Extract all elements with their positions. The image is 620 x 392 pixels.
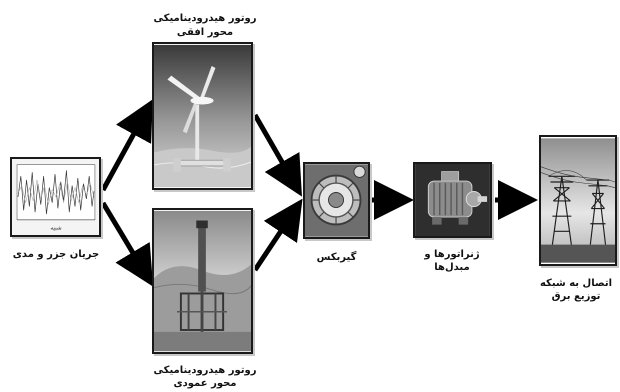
arrow-horizontal-rotor-to-gearbox bbox=[255, 115, 297, 188]
gearbox-label: گیربکس bbox=[300, 251, 373, 264]
grid-label-line1: اتصال به شبکه bbox=[532, 277, 620, 290]
generators-image bbox=[415, 164, 490, 236]
grid-image bbox=[541, 137, 615, 264]
vertical-rotor-image-frame bbox=[152, 208, 253, 354]
generators-image-frame bbox=[413, 162, 492, 238]
chart-caption: شبیه bbox=[50, 225, 61, 231]
vertical-rotor-label-line2: محور عمودی bbox=[150, 377, 260, 390]
horizontal-rotor-image-frame bbox=[152, 42, 253, 190]
arrow-flow-to-vertical-rotor bbox=[103, 203, 148, 278]
arrow-flow-to-horizontal-rotor bbox=[103, 108, 148, 190]
grid-image-frame bbox=[539, 135, 617, 266]
vertical-rotor-label-line1: روتور هیدرودینامیکی bbox=[150, 364, 260, 377]
generators-label-line1: ژنراتورها و bbox=[408, 248, 496, 261]
generators-label-line2: مبدل‌ها bbox=[408, 261, 496, 274]
gearbox-image bbox=[305, 164, 368, 237]
tidal-flow-chart-frame: شبیه bbox=[10, 157, 101, 237]
arrow-vertical-rotor-to-gearbox bbox=[255, 207, 297, 270]
vertical-rotor-image bbox=[154, 210, 251, 352]
horizontal-rotor-label-line2: محور افقی bbox=[150, 26, 260, 39]
tidal-flow-label: جریان جزر و مدی bbox=[0, 248, 112, 261]
tidal-flow-chart: شبیه bbox=[12, 159, 99, 235]
horizontal-rotor-label-line1: روتور هیدرودینامیکی bbox=[150, 12, 260, 25]
horizontal-rotor-image bbox=[154, 44, 251, 188]
gearbox-image-frame bbox=[303, 162, 370, 239]
grid-label-line2: توزیع برق bbox=[532, 290, 620, 303]
